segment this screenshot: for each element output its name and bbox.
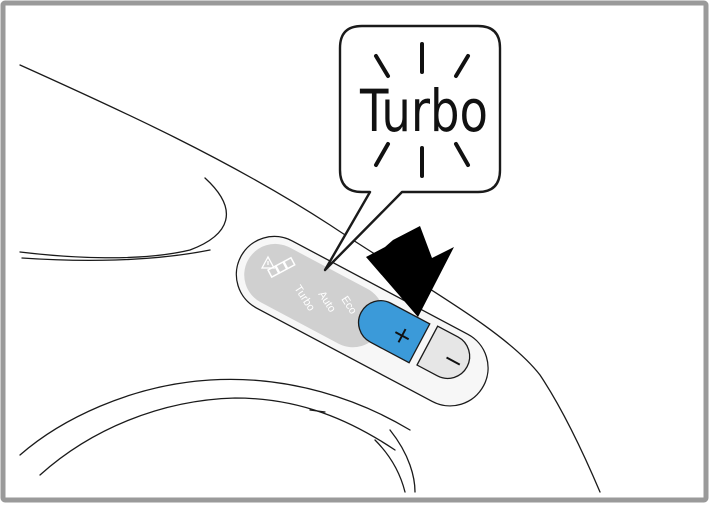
device-bottom-edge-b [389,429,416,493]
device-side-line [309,409,326,413]
plus-button[interactable]: + [351,293,431,364]
device-bottom-edge-a [374,439,406,493]
device-bottom-arc-inner [39,397,396,476]
minus-button[interactable]: − [416,325,477,386]
flash-lines-icon [374,42,470,178]
device-bottom-arc [19,378,411,456]
callout-bubble [323,24,502,272]
press-arrow-icon [366,226,454,317]
callout-text: Turbo [359,77,488,145]
device-lower-curve [21,249,211,262]
device-inner-curve [19,177,227,259]
warning-icon [260,255,276,269]
panel-face [244,243,384,348]
